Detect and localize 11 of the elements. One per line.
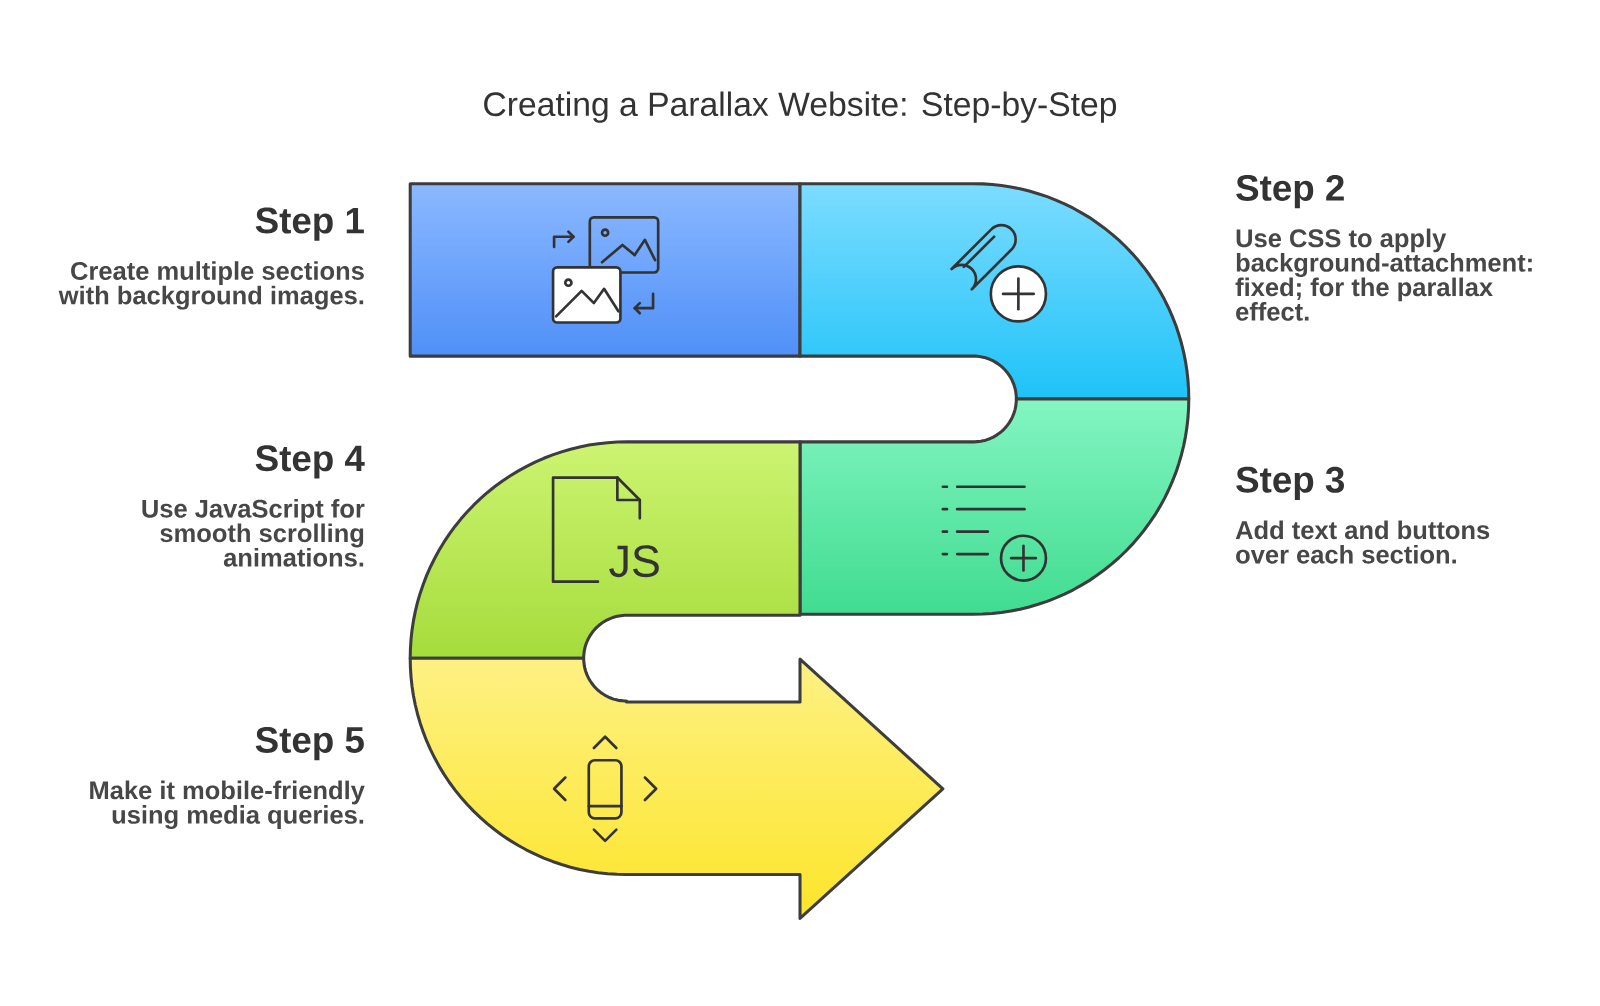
step-description: Make it mobile-friendly using media queries. xyxy=(90,780,365,829)
step-description: Create multiple sections with background images. xyxy=(58,261,364,310)
step-description: Use JavaScript for smooth scrolling animations. xyxy=(142,498,365,567)
step-description: Add text and buttons over each section. xyxy=(1235,520,1490,564)
step-heading: Step 1 xyxy=(255,207,364,241)
title: Creating a Parallax Website: Step-by-Step xyxy=(484,91,1117,123)
step-heading: Step 4 xyxy=(255,445,365,479)
step-description: Use CSS to apply background-attachment: fixed; for the parallax effect. xyxy=(1235,228,1532,321)
step-heading: Step 5 xyxy=(255,726,364,761)
step-heading: Step 3 xyxy=(1236,466,1344,500)
step-heading: Step 2 xyxy=(1236,174,1344,209)
